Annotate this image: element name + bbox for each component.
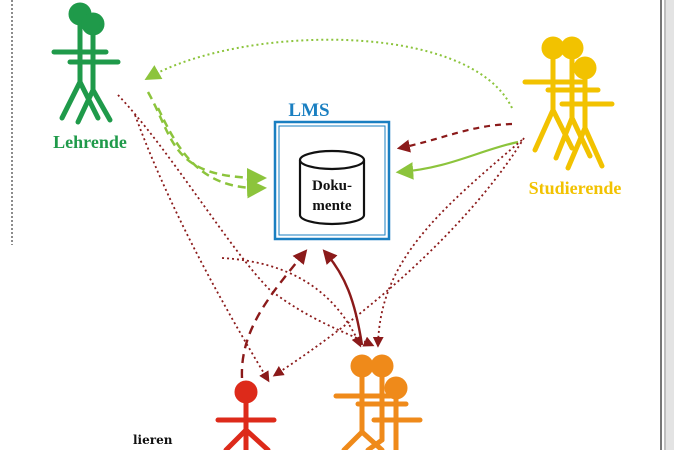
link-group-lms — [322, 249, 364, 346]
stick-figure-group-icon — [522, 36, 615, 171]
stick-figure-group-icon — [333, 354, 423, 450]
documents-label-line2: mente — [312, 198, 351, 214]
teachers-label: Lehrende — [53, 132, 127, 152]
partial-label: lieren — [133, 433, 173, 447]
link-teachers-person — [134, 114, 270, 383]
students-figures — [522, 36, 615, 171]
lms-box: LMS Doku- mente — [273, 100, 391, 241]
link-teachers-group — [117, 94, 375, 347]
link-students-lms — [395, 140, 519, 180]
documents-label-line1: Doku- — [312, 178, 352, 194]
teachers-figures — [51, 2, 121, 125]
person-figure — [215, 380, 277, 450]
scrollbar[interactable] — [664, 0, 674, 450]
link-students-teachers — [144, 38, 513, 109]
group-figures — [333, 354, 423, 450]
stick-figure-icon — [215, 380, 277, 450]
link-teachers-lms-second — [156, 107, 267, 199]
connections — [117, 38, 525, 383]
link-teachers-lms — [146, 91, 267, 188]
link-person-lms — [240, 249, 308, 379]
database-cylinder-icon — [298, 149, 366, 226]
link-students-person — [272, 137, 525, 377]
lms-label: LMS — [288, 100, 329, 121]
link-crossover — [221, 257, 362, 348]
window-frame — [11, 0, 674, 450]
stick-figure-group-icon — [51, 2, 121, 125]
link-students-lms-dashed — [396, 122, 513, 153]
students-label: Studierende — [529, 178, 622, 198]
link-students-group — [372, 139, 523, 348]
